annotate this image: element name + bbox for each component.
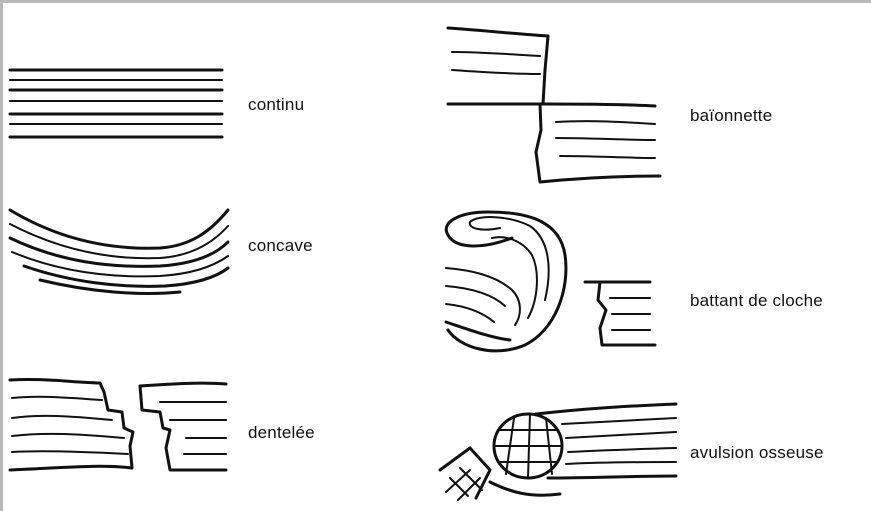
label-continu: continu [248, 95, 304, 115]
bayonet-drawing [448, 28, 660, 182]
label-concave: concave [248, 236, 313, 256]
label-baionnette: baïonnette [690, 106, 772, 126]
label-avulsion: avulsion osseuse [690, 443, 824, 463]
concave-lines-drawing [10, 210, 228, 294]
bell-clapper-drawing [446, 212, 655, 351]
bone-avulsion-drawing [440, 404, 676, 500]
label-battant: battant de cloche [690, 291, 823, 311]
jagged-lines-drawing [10, 379, 226, 470]
label-dentelee: dentelée [248, 423, 315, 443]
continuous-lines-drawing [10, 70, 222, 137]
